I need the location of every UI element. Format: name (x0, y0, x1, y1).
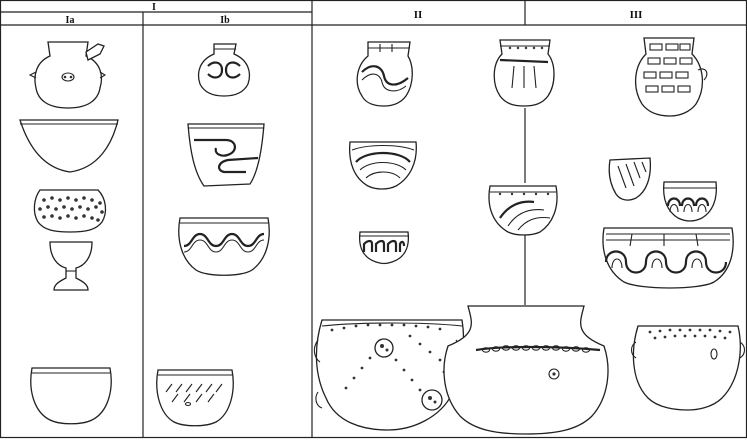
vessel-iii-arch-bowl (662, 181, 718, 222)
vessel-ii-flared-jar (443, 305, 609, 435)
vessel-iii-handled-jar (635, 37, 708, 117)
vessel-ii-arc-bowl (348, 141, 417, 190)
vessel-ii-curve-bowl (488, 185, 558, 236)
vessel-ia-goblet (49, 241, 93, 291)
vessel-ib-spiral-pot (187, 123, 265, 187)
vessel-ii-bossed-jar (313, 319, 465, 431)
vessel-ia-spouted-jug (28, 41, 107, 109)
vessel-ib-small-jar (197, 43, 251, 97)
header-sub-Ib: Ib (220, 15, 230, 26)
vessel-iii-dotted-bowl (630, 325, 746, 411)
vessel-ib-wavy-bowl (178, 217, 270, 276)
vessel-ia-round-bowl (30, 367, 112, 425)
header-group-I: I (152, 2, 156, 13)
vessel-ib-hatched-bowl (156, 369, 234, 427)
header-group-III: III (630, 9, 643, 21)
header-group-II: II (414, 9, 423, 21)
vessel-ii-line-jar (493, 39, 555, 107)
vessel-ia-dotted-bowl (33, 189, 107, 233)
vessel-ii-s-band-jar (356, 41, 413, 107)
vessel-iii-ring-bowl (602, 227, 734, 289)
vessel-ii-scalloped-bowl (358, 231, 410, 265)
header-sub-Ia: Ia (66, 15, 75, 26)
vessel-ia-conical-bowl (19, 119, 119, 173)
vessel-iii-hatched-cup (608, 157, 652, 201)
